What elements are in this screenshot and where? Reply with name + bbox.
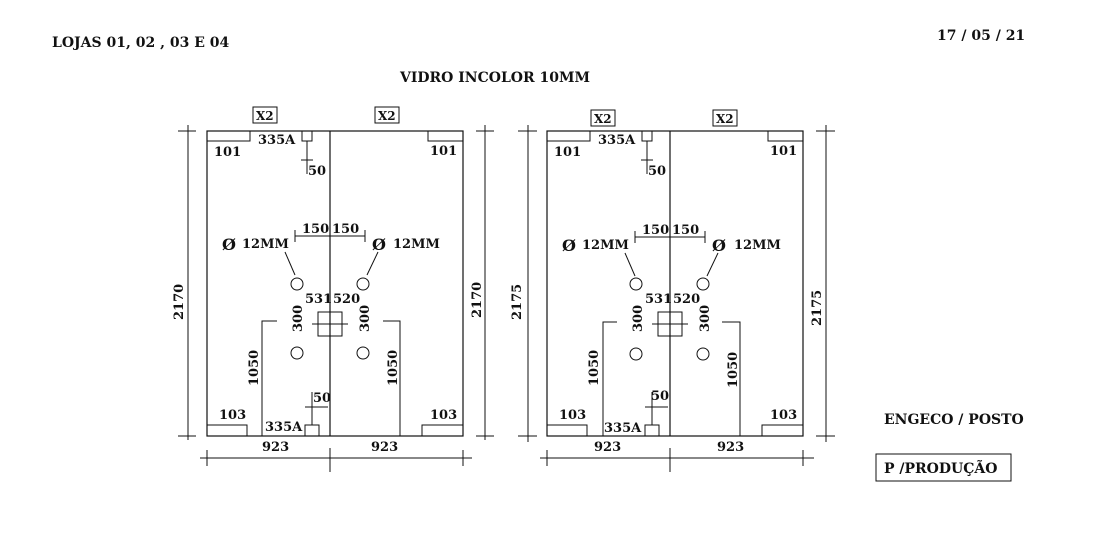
corner-notch-bottom-right bbox=[761, 424, 803, 436]
leader-right bbox=[706, 252, 719, 277]
width-label-left: 923 bbox=[594, 440, 621, 455]
date-label: 17 / 05 / 21 bbox=[937, 28, 1025, 44]
corner-notch-bottom-right bbox=[421, 424, 463, 436]
corner-label-bottom-left: 103 bbox=[559, 408, 586, 423]
corner-notch-top-left bbox=[207, 131, 251, 142]
corner-notch-bottom-left bbox=[547, 424, 588, 436]
dim-1050-left: 1050 bbox=[587, 350, 602, 386]
dim-300-right: 300 bbox=[358, 305, 373, 332]
qty-label-right: X2 bbox=[716, 112, 734, 126]
hole-upper-left bbox=[290, 277, 304, 291]
hinge-notch-top bbox=[641, 130, 653, 142]
qty-box-right bbox=[374, 106, 400, 124]
height-label-right: 2170 bbox=[470, 282, 485, 318]
corner-notch-bottom-left bbox=[207, 424, 248, 436]
corner-notch-top-left bbox=[547, 131, 591, 142]
corner-label-top-left: 101 bbox=[214, 145, 241, 160]
panel-outline bbox=[546, 130, 804, 437]
dim-150-right: 150 bbox=[332, 222, 359, 237]
hole-size-left: 12MM bbox=[242, 237, 289, 252]
hinge-notch-bottom bbox=[644, 424, 660, 437]
hole-lower-right bbox=[356, 346, 370, 360]
qty-label-left: X2 bbox=[594, 112, 612, 126]
width-label-right: 923 bbox=[371, 440, 398, 455]
hole-upper-right bbox=[696, 277, 710, 291]
hinge-notch-bottom bbox=[304, 424, 320, 437]
height-label-left: 2175 bbox=[510, 284, 525, 320]
qty-box-right bbox=[712, 109, 738, 127]
hinge-label-bottom: 335A bbox=[265, 420, 303, 435]
height-label-right: 2175 bbox=[810, 290, 825, 326]
corner-notch-top-right bbox=[767, 131, 803, 142]
dim-1050-right: 1050 bbox=[386, 350, 401, 386]
dim-150-left: 150 bbox=[642, 223, 669, 238]
glass-panel-2: X2 X2 101 101 103 103 335A 50 335A 50 15… bbox=[510, 109, 835, 472]
dim-1050-right-line bbox=[722, 321, 741, 436]
dim-150-right: 150 bbox=[672, 223, 699, 238]
diameter-icon-left: Ø bbox=[562, 236, 576, 255]
corner-label-top-right: 101 bbox=[770, 144, 797, 159]
hole-upper-right bbox=[356, 277, 370, 291]
production-stamp-box bbox=[875, 453, 1012, 482]
dim-1050-right: 1050 bbox=[726, 352, 741, 388]
corner-label-bottom-left: 103 bbox=[219, 408, 246, 423]
hinge-label-top: 335A bbox=[258, 133, 296, 148]
width-label-left: 923 bbox=[262, 440, 289, 455]
dim-520: 520 bbox=[673, 292, 700, 307]
qty-label-right: X2 bbox=[378, 109, 396, 123]
hole-size-right: 12MM bbox=[393, 237, 440, 252]
corner-label-top-right: 101 bbox=[430, 144, 457, 159]
dim-300-left: 300 bbox=[291, 305, 306, 332]
diameter-icon-left: Ø bbox=[222, 235, 236, 254]
diameter-icon-right: Ø bbox=[712, 236, 726, 255]
hole-lower-right bbox=[696, 347, 710, 361]
production-stamp: P /PRODUÇÃO bbox=[884, 458, 997, 477]
corner-label-bottom-right: 103 bbox=[430, 408, 457, 423]
dim-520: 520 bbox=[333, 292, 360, 307]
dim-300-left: 300 bbox=[631, 305, 646, 332]
qty-box-left bbox=[252, 106, 278, 124]
hole-lower-left bbox=[629, 347, 643, 361]
dim-531: 531 bbox=[645, 292, 672, 307]
diameter-icon-right: Ø bbox=[372, 235, 386, 254]
leader-right bbox=[366, 251, 379, 276]
title-lojas: LOJAS 01, 02 , 03 E 04 bbox=[52, 35, 229, 51]
qty-label-left: X2 bbox=[256, 109, 274, 123]
dim-150-left: 150 bbox=[302, 222, 329, 237]
leader-left bbox=[284, 251, 296, 276]
dim-50-bottom: 50 bbox=[313, 391, 331, 406]
hole-upper-left bbox=[629, 277, 643, 291]
material-label: VIDRO INCOLOR 10MM bbox=[399, 70, 590, 86]
corner-label-top-left: 101 bbox=[554, 145, 581, 160]
glass-panel-1: X2 X2 101 101 103 103 335A 50 335A 50 15… bbox=[172, 106, 494, 472]
hinge-label-top: 335A bbox=[598, 133, 636, 148]
client-label: ENGECO / POSTO bbox=[884, 412, 1024, 428]
dim-1050-left-line bbox=[261, 320, 277, 436]
qty-box-left bbox=[590, 109, 616, 127]
dim-1050-left: 1050 bbox=[247, 350, 262, 386]
hinge-label-bottom: 335A bbox=[604, 421, 642, 436]
hole-lower-left bbox=[290, 346, 304, 360]
leader-left bbox=[624, 252, 636, 277]
hole-size-right: 12MM bbox=[734, 238, 781, 253]
height-label-left: 2170 bbox=[172, 284, 187, 320]
dim-1050-left-line bbox=[602, 321, 617, 436]
panel-outline bbox=[206, 130, 464, 437]
dim-50-bottom: 50 bbox=[651, 389, 669, 404]
dim-531: 531 bbox=[305, 292, 332, 307]
hinge-notch-top bbox=[301, 130, 313, 142]
corner-label-bottom-right: 103 bbox=[770, 408, 797, 423]
dim-300-right: 300 bbox=[698, 305, 713, 332]
width-label-right: 923 bbox=[717, 440, 744, 455]
corner-notch-top-right bbox=[427, 131, 463, 142]
dim-50-top: 50 bbox=[308, 164, 326, 179]
dim-1050-right-line bbox=[383, 320, 401, 436]
hole-size-left: 12MM bbox=[582, 238, 629, 253]
dim-50-top: 50 bbox=[648, 164, 666, 179]
